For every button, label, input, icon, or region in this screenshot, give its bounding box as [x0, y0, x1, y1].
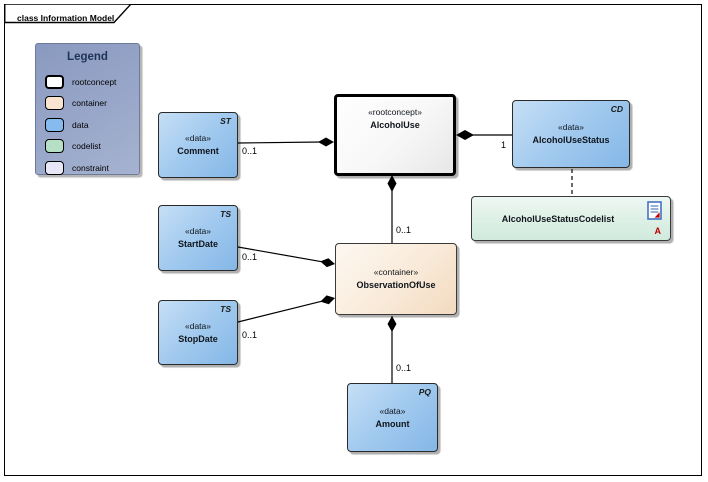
- legend-label: constraint: [72, 162, 109, 173]
- node-name: ObservationOfUse: [356, 280, 436, 291]
- multiplicity-label: 0..1: [396, 363, 412, 373]
- node-startdate[interactable]: TS «data» StartDate: [158, 205, 238, 271]
- multiplicity-label: 0..1: [242, 146, 258, 156]
- constraint-swatch-icon: [45, 160, 64, 175]
- stereotype: «data»: [558, 122, 584, 133]
- type-tag: PQ: [418, 387, 431, 397]
- stereotype: «container»: [373, 267, 419, 278]
- legend-label: codelist: [72, 141, 101, 152]
- tab-shape-icon: [4, 3, 133, 24]
- legend-item-codelist: codelist: [36, 136, 139, 158]
- node-alcoholuse[interactable]: «rootconcept» AlcoholUse: [334, 94, 456, 176]
- legend-item-data: data: [36, 114, 139, 136]
- codelist-swatch-icon: [45, 139, 64, 154]
- node-alcoholusestatus[interactable]: CD «data» AlcoholUseStatus: [512, 100, 630, 168]
- legend-rows: rootconcept container data codelist cons…: [36, 71, 139, 179]
- node-name: AlcoholUseStatusCodelist: [501, 213, 615, 224]
- node-name: Amount: [375, 418, 410, 429]
- legend-panel[interactable]: Legend rootconcept container data codeli…: [35, 43, 140, 175]
- node-comment[interactable]: ST «data» Comment: [158, 112, 238, 178]
- node-name: AlcoholUseStatus: [532, 135, 610, 146]
- container-swatch-icon: [45, 96, 64, 111]
- legend-item-container: container: [36, 93, 139, 115]
- multiplicity-label: 1: [501, 140, 507, 150]
- stereotype: «data»: [379, 405, 406, 416]
- rootconcept-swatch-icon: [45, 74, 64, 89]
- legend-title: Legend: [67, 51, 108, 63]
- legend-label: rootconcept: [72, 76, 117, 87]
- node-stopdate[interactable]: TS «data» StopDate: [158, 300, 238, 365]
- diagram-frame: [4, 4, 702, 476]
- node-name: StartDate: [177, 239, 218, 250]
- legend-item-constraint: constraint: [36, 157, 139, 179]
- linked-document-icon: [647, 201, 663, 226]
- node-name: Comment: [177, 146, 219, 157]
- multiplicity-label: 0..1: [242, 252, 258, 262]
- diagram-tab: class Information Model: [4, 3, 134, 24]
- stereotype: «data»: [185, 320, 211, 331]
- stereotype: «data»: [185, 133, 211, 144]
- type-tag: ST: [220, 116, 231, 126]
- multiplicity-label: 0..1: [396, 225, 412, 235]
- node-amount[interactable]: PQ «data» Amount: [347, 383, 438, 452]
- legend-label: data: [72, 119, 89, 130]
- stereotype: «rootconcept»: [368, 107, 422, 117]
- red-a-marker: A: [654, 226, 662, 236]
- type-tag: TS: [220, 304, 231, 314]
- node-observationofuse[interactable]: «container» ObservationOfUse: [335, 243, 457, 315]
- node-name: AlcoholUse: [370, 119, 420, 130]
- type-tag: TS: [220, 209, 231, 219]
- legend-label: container: [72, 98, 107, 109]
- data-swatch-icon: [45, 117, 64, 132]
- node-name: StopDate: [178, 333, 218, 344]
- node-alcoholusestatuscodelist[interactable]: AlcoholUseStatusCodelist A: [471, 196, 671, 241]
- stereotype: «data»: [185, 226, 211, 237]
- type-tag: CD: [610, 104, 623, 114]
- diagram-title: class Information Model: [17, 13, 115, 23]
- legend-item-rootconcept: rootconcept: [36, 71, 139, 93]
- multiplicity-label: 0..1: [242, 330, 258, 340]
